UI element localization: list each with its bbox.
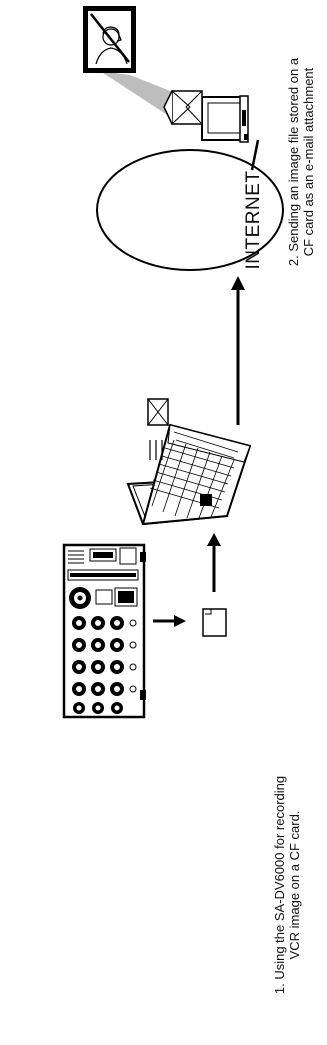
- vcr-device-icon: [62, 543, 146, 719]
- received-image-icon: [83, 6, 136, 73]
- arrow-laptop-to-internet: [231, 276, 245, 425]
- laptop-icon: [126, 423, 252, 526]
- workflow-diagram: [62, 6, 284, 719]
- connection-line: [250, 139, 260, 171]
- step2-caption-line1: 2. Sending an image file stored on a: [286, 57, 301, 267]
- arrow-vcr-to-cf: [153, 615, 186, 627]
- internet-label: INTERNET: [243, 170, 264, 270]
- email-envelope-icon: [147, 398, 169, 426]
- step1-caption-line2: VCR image on a CF card.: [287, 810, 302, 960]
- internet-cloud-icon: [96, 149, 284, 271]
- motion-lines: [149, 440, 163, 460]
- desktop-computer-icon: [201, 95, 249, 143]
- step1-caption: 1. Using the SA-DV6000 for recording VCR…: [272, 725, 306, 1045]
- step2-caption-line2: CF card as an e-mail attachment: [301, 67, 316, 257]
- cf-card-icon: [202, 608, 227, 637]
- arrow-cf-to-laptop: [207, 533, 221, 592]
- step1-caption-line1: 1. Using the SA-DV6000 for recording: [272, 775, 287, 995]
- step2-caption: 2. Sending an image file stored on a CF …: [286, 22, 320, 302]
- opened-envelope-icon: [163, 90, 203, 125]
